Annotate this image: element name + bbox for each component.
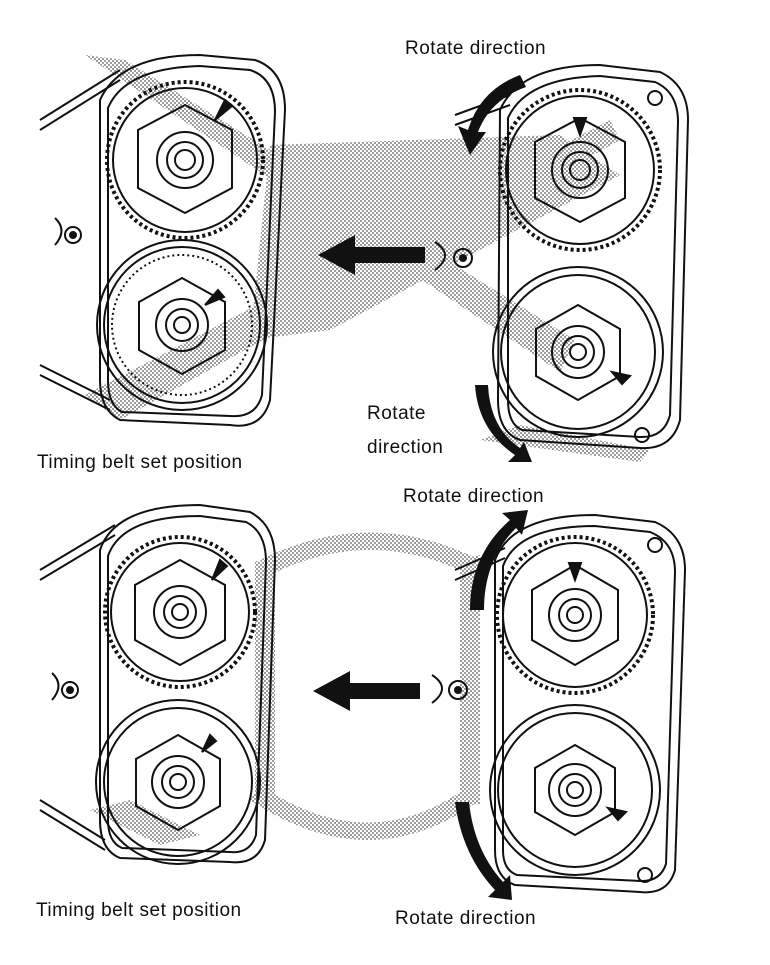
belt-loop-bottom [90, 532, 480, 845]
gear-icon [495, 535, 655, 695]
arrow-icon [313, 671, 420, 711]
arrow-icon [318, 235, 425, 275]
rotate-arrow-icon [458, 75, 532, 462]
gear-icon [489, 704, 661, 876]
rotate-direction-label-top-lower-line1: Rotate [367, 403, 426, 424]
rotate-arrow-icon [455, 510, 528, 900]
bolt-icon [431, 674, 468, 704]
gear-icon [498, 88, 662, 252]
gear-icon [96, 239, 268, 411]
timing-belt-caption-top: Timing belt set position [37, 452, 243, 473]
timing-belt-caption-bottom: Timing belt set position [36, 900, 242, 921]
gear-icon [492, 266, 664, 438]
bolt-icon [434, 241, 473, 271]
bolt-icon [54, 217, 82, 246]
rotate-direction-label-top-lower-line2: direction [367, 437, 444, 458]
gear-icon [95, 699, 261, 865]
rotate-direction-label-top-upper: Rotate direction [405, 38, 547, 59]
gear-icon [103, 535, 257, 689]
cam-housing-top-left [39, 53, 287, 427]
bolt-icon [51, 672, 79, 701]
rotate-direction-label-bottom-lower: Rotate direction [395, 908, 537, 929]
cam-housing-bottom-left [39, 503, 277, 864]
gear-icon [105, 80, 265, 240]
rotate-direction-label-bottom-upper: Rotate direction [403, 486, 545, 507]
cam-housing-top-right [454, 63, 690, 450]
